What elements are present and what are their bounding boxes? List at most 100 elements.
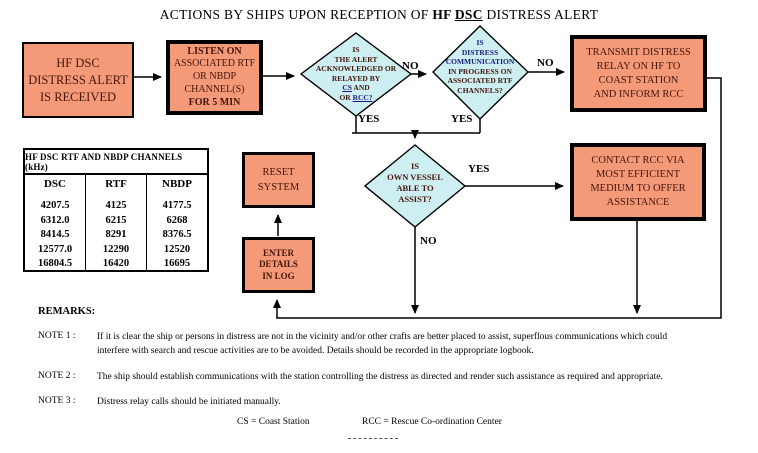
box-line: RESET — [262, 167, 295, 178]
diamond-line: IS — [352, 45, 360, 54]
title-hf: HF — [432, 7, 452, 22]
column-values: 4177.5 6268 8376.5 12520 16695 — [147, 199, 207, 272]
title-prefix: ACTIONS BY SHIPS UPON RECEPTION OF — [159, 7, 429, 22]
column-nbdp: NBDP 4177.5 6268 8376.5 12520 16695 — [147, 175, 207, 270]
label-no-comm: NO — [537, 57, 554, 69]
frequency-table-title: HF DSC RTF AND NBDP CHANNELS (kHz) — [25, 150, 207, 175]
label-no-ack: NO — [402, 60, 419, 72]
diamond-line: CS AND — [303, 83, 409, 93]
column-header: DSC — [43, 178, 66, 190]
legend-coast-station: CS = Coast Station — [237, 417, 310, 427]
diamond-line-part: OR — [339, 92, 351, 102]
box-listen-5-min: LISTEN ON ASSOCIATED RTF OR NBDP CHANNEL… — [166, 40, 263, 115]
box-line: LISTEN ON — [187, 45, 242, 57]
table-cell: 6312.0 — [40, 214, 70, 226]
table-cell: 8291 — [105, 229, 127, 240]
table-cell: 8414.5 — [40, 229, 70, 240]
box-line: HF DSC — [56, 55, 100, 70]
dashed-underline — [348, 438, 398, 439]
note3-label: NOTE 3 : — [38, 396, 76, 406]
remarks-heading: REMARKS: — [38, 306, 96, 317]
diamond-line: DISTRESS — [461, 47, 499, 57]
box-line: SYSTEM — [257, 182, 300, 193]
diamond-line: IS — [410, 161, 420, 171]
table-cell: 16695 — [163, 258, 191, 269]
box-line: DETAILS — [259, 259, 298, 270]
rcc-underlined: RCC? — [352, 92, 373, 102]
diamond-line: THE ALERT — [334, 54, 378, 64]
table-cell: 12520 — [163, 243, 191, 255]
diamond-line: IS — [476, 38, 484, 47]
diamond-line: ASSIST? — [398, 194, 432, 204]
table-cell: 12577.0 — [37, 243, 73, 255]
box-line: COAST STATION — [598, 74, 679, 86]
box-line: CHANNEL(S) — [184, 83, 245, 95]
diamond-line: ACKNOWLEDGED OR — [315, 64, 397, 74]
diamond-ack-text: IS THE ALERT ACKNOWLEDGED OR RELAYED BY … — [303, 45, 409, 103]
path-transmit-return-loop — [273, 77, 722, 319]
table-cell: 8376.5 — [162, 229, 192, 240]
note2-text: The ship should establish communications… — [97, 372, 663, 382]
box-line: OR NBDP — [192, 71, 237, 83]
label-yes-comm: YES — [451, 113, 473, 125]
column-dsc: DSC 4207.5 6312.0 8414.5 12577.0 16804.5 — [25, 175, 85, 270]
box-line: IN LOG — [262, 270, 295, 281]
box-line: TRANSMIT DISTRESS — [586, 46, 691, 58]
diamond-assist-text: IS OWN VESSEL ABLE TO ASSIST? — [367, 161, 463, 205]
box-line: ENTER — [262, 247, 294, 258]
cs-underlined: CS — [342, 83, 352, 93]
column-header: NBDP — [162, 178, 192, 190]
column-values: 4125 6215 8291 12290 16420 — [86, 199, 146, 272]
label-yes-assist: YES — [468, 163, 490, 175]
diamond-line: ABLE TO — [396, 183, 434, 193]
label-yes-ack: YES — [358, 113, 380, 125]
title-suffix: DISTRESS ALERT — [486, 7, 599, 22]
label-no-assist: NO — [420, 235, 437, 247]
box-hf-dsc-alert-received: HF DSC DISTRESS ALERT IS RECEIVED — [22, 42, 134, 118]
diamond-line-part: AND — [353, 83, 370, 93]
diamond-line: OWN VESSEL — [387, 172, 443, 182]
table-cell: 16804.5 — [37, 258, 73, 269]
note1-label: NOTE 1 : — [38, 331, 76, 341]
diamond-line: IN PROGRESS ON — [448, 66, 512, 76]
note3-text: Distress relay calls should be initiated… — [97, 397, 281, 407]
box-line: AND INFORM RCC — [593, 88, 684, 100]
table-cell: 16420 — [102, 258, 130, 269]
box-line: DISTRESS ALERT — [28, 72, 128, 87]
note-line: interfere with search and rescue activit… — [97, 345, 534, 356]
diamond-line: OR RCC? — [303, 93, 409, 103]
diamond-line: CHANNELS? — [457, 85, 503, 95]
diamond-assist-shape — [363, 144, 467, 228]
box-line: MOST EFFICIENT — [595, 169, 681, 180]
box-transmit-distress-relay: TRANSMIT DISTRESS RELAY ON HF TO COAST S… — [570, 35, 707, 112]
diamond-line: COMMUNICATION — [445, 57, 515, 67]
column-values: 4207.5 6312.0 8414.5 12577.0 16804.5 — [25, 199, 85, 272]
table-cell: 6268 — [166, 214, 188, 226]
box-line: MEDIUM TO OFFER — [590, 183, 686, 194]
table-cell: 12290 — [102, 243, 130, 255]
note2-label: NOTE 2 : — [38, 371, 76, 381]
box-line: ASSISTANCE — [606, 197, 670, 208]
legend-rcc: RCC = Rescue Co-ordination Center — [362, 417, 502, 427]
box-line: RELAY ON HF TO — [596, 60, 681, 72]
column-header: RTF — [105, 178, 127, 190]
box-line: FOR 5 MIN — [188, 96, 241, 108]
note1-text: If it is clear the ship or persons in di… — [97, 331, 757, 358]
table-cell: 4207.5 — [40, 200, 70, 211]
box-line: CONTACT RCC VIA — [591, 155, 685, 166]
title-dsc: DSC — [454, 7, 483, 22]
page-title: ACTIONS BY SHIPS UPON RECEPTION OF HF DS… — [0, 7, 758, 23]
table-cell: 6215 — [105, 214, 127, 226]
box-reset-system: RESET SYSTEM — [242, 152, 315, 208]
box-contact-rcc: CONTACT RCC VIA MOST EFFICIENT MEDIUM TO… — [570, 143, 706, 221]
diamond-ack-shape — [299, 32, 413, 117]
frequency-table-columns: DSC 4207.5 6312.0 8414.5 12577.0 16804.5… — [25, 175, 207, 270]
diamond-comm-shape — [432, 25, 530, 120]
column-rtf: RTF 4125 6215 8291 12290 16420 — [85, 175, 147, 270]
box-line: ASSOCIATED RTF — [173, 58, 256, 70]
note-line: If it is clear the ship or persons in di… — [97, 332, 668, 342]
diamond-comm-text: IS DISTRESS COMMUNICATION IN PROGRESS ON… — [430, 38, 530, 96]
frequency-table: HF DSC RTF AND NBDP CHANNELS (kHz) DSC 4… — [23, 148, 209, 272]
